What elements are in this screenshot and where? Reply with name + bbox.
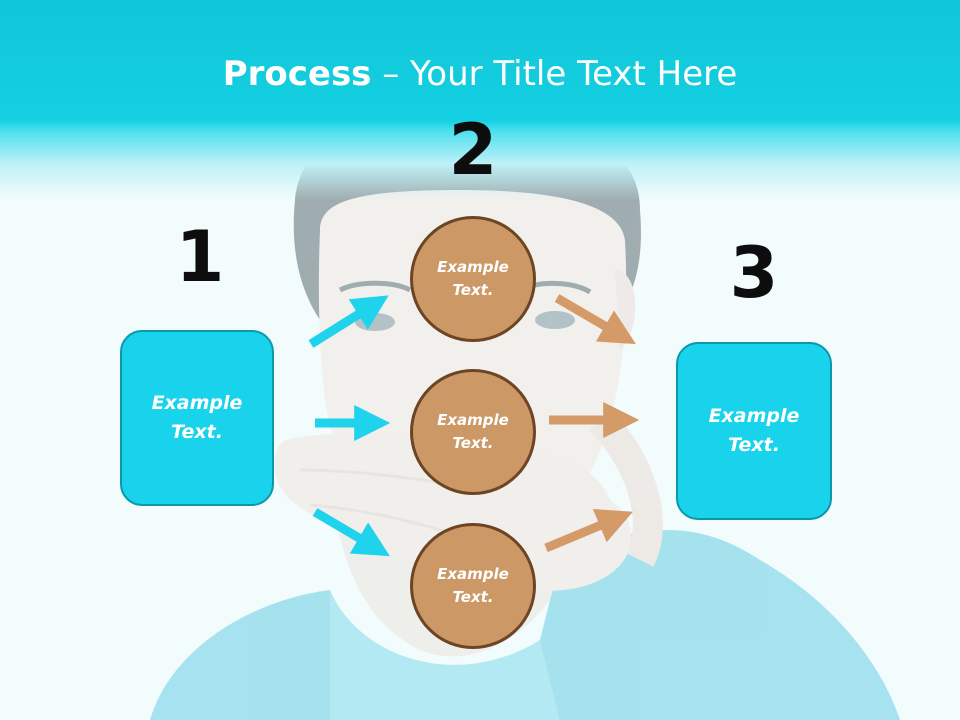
step-2-circle-bottom: Example Text. <box>410 523 536 649</box>
step-number-1: 1 <box>175 216 225 298</box>
step-2-circle-top: Example Text. <box>410 216 536 342</box>
step-2-circle-middle: Example Text. <box>410 369 536 495</box>
circle-middle-text: Example Text. <box>437 411 509 452</box>
step-1-box: Example Text. <box>120 330 274 506</box>
step-number-2: 2 <box>448 109 498 191</box>
step-number-3: 3 <box>729 232 779 314</box>
step-3-text: Example Text. <box>708 405 800 456</box>
step-3-box: Example Text. <box>676 342 832 520</box>
title-band <box>0 0 960 200</box>
title-bold-part: Process <box>222 54 372 94</box>
circle-bottom-text: Example Text. <box>437 565 509 606</box>
arrow-brown-down <box>554 294 636 345</box>
title-rest-part: – Your Title Text Here <box>371 54 738 94</box>
step-1-text: Example Text. <box>151 392 243 443</box>
circle-top-text: Example Text. <box>437 258 509 299</box>
arrow-cyan-up <box>308 295 389 348</box>
arrow-cyan-down <box>312 508 390 557</box>
arrow-brown-up <box>544 509 633 553</box>
slide-title: Process – Your Title Text Here <box>0 52 960 96</box>
